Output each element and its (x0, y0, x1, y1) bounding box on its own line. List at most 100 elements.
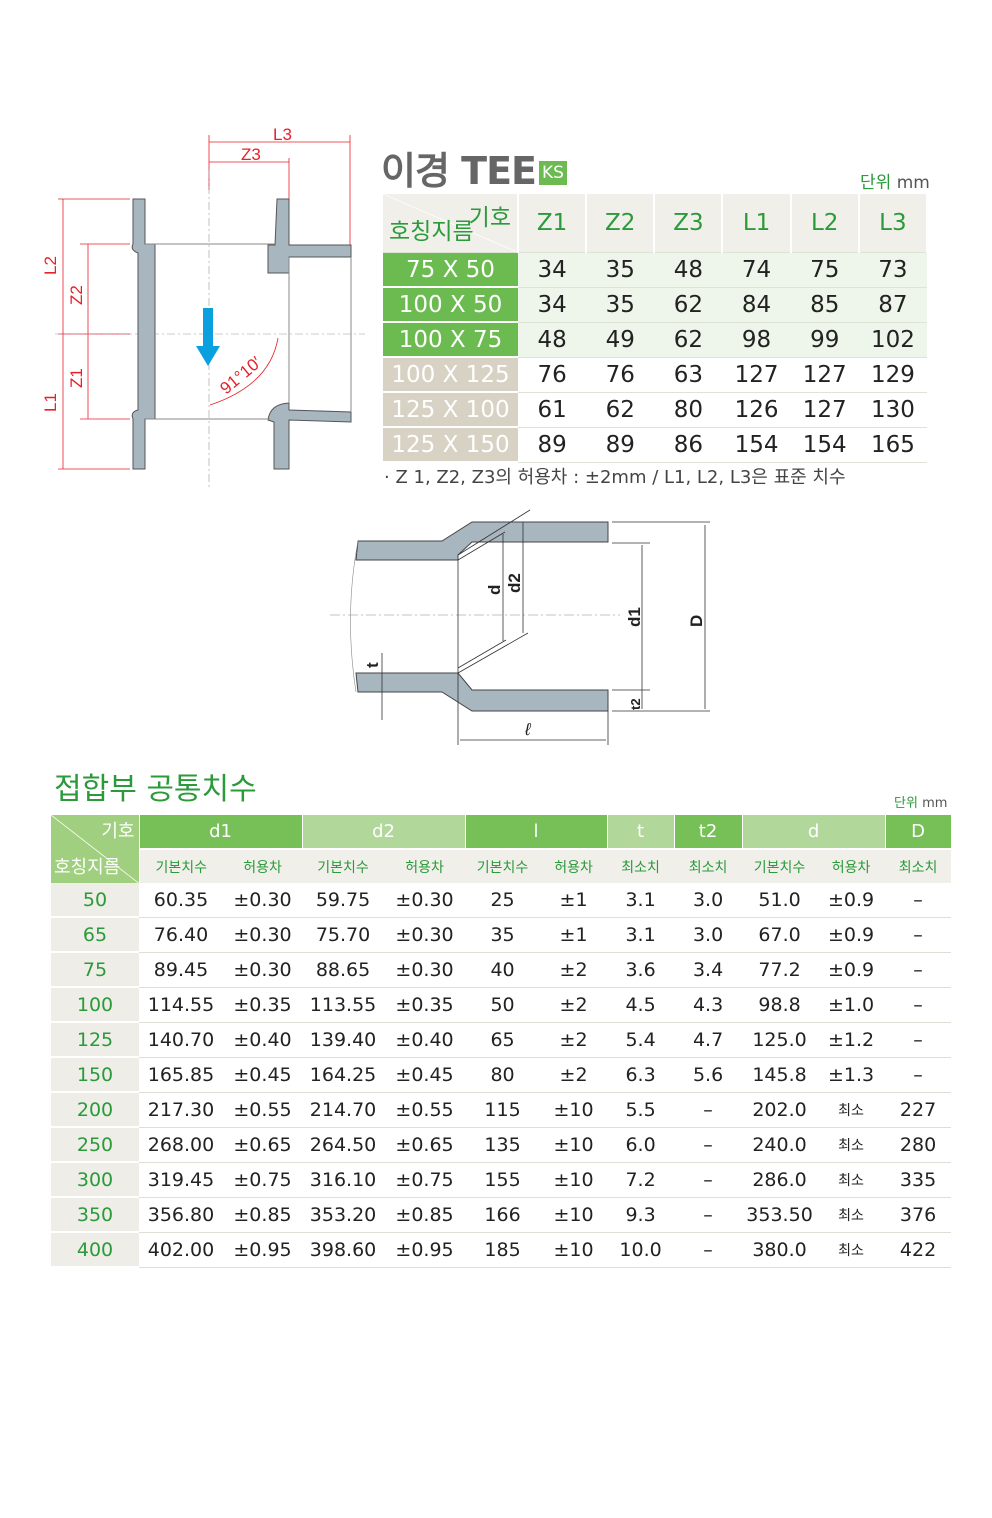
group-header-t: t (607, 815, 675, 849)
value-cell: – (674, 1197, 743, 1233)
value-cell: 35 (586, 252, 655, 288)
value-cell: ±1 (540, 917, 608, 953)
label-D: D (687, 615, 706, 627)
unit-label-text: 단위 (860, 173, 892, 193)
value-cell: 380.0 (742, 1232, 818, 1268)
value-cell: 145.8 (742, 1057, 818, 1093)
value-cell: 127 (790, 392, 859, 428)
value-cell: ±10 (540, 1127, 608, 1163)
value-cell: 335 (885, 1162, 952, 1198)
value-cell: 139.40 (302, 1022, 385, 1058)
value-cell: 3.1 (607, 917, 675, 953)
value-cell: ±0.85 (223, 1197, 303, 1233)
nominal-size-cell: 200 (51, 1092, 139, 1128)
value-cell: ±0.30 (384, 883, 466, 918)
value-cell: 5.6 (674, 1057, 743, 1093)
value-cell: ±1 (540, 883, 608, 918)
col-header: Z2 (586, 194, 656, 253)
value-cell: 316.10 (302, 1162, 385, 1198)
label-d1: d1 (625, 607, 644, 627)
unit-value: mm (896, 173, 930, 193)
value-cell: 398.60 (302, 1232, 385, 1268)
value-cell: 402.00 (139, 1232, 223, 1268)
value-cell: 264.50 (302, 1127, 385, 1163)
nominal-size-cell: 350 (51, 1197, 139, 1233)
subheader-cell: 허용차 (384, 848, 466, 883)
size-cell: 100 X 75 (383, 322, 518, 358)
value-cell: 3.6 (607, 952, 675, 988)
value-cell: 165.85 (139, 1057, 223, 1093)
value-cell: 3.0 (674, 917, 743, 953)
value-cell: 62 (586, 392, 655, 428)
group-header-t2: t2 (674, 815, 743, 849)
corner-header: 기호 호칭지름 (383, 194, 519, 253)
label-t: t (363, 662, 382, 668)
value-cell: – (885, 917, 952, 953)
value-cell: ±10 (540, 1162, 608, 1198)
value-cell: 140.70 (139, 1022, 223, 1058)
value-cell: 9.3 (607, 1197, 675, 1233)
nominal-size-cell: 125 (51, 1022, 139, 1058)
value-cell: 최소 (817, 1197, 886, 1233)
col-header: Z1 (518, 194, 588, 253)
value-cell: ±0.9 (817, 917, 886, 953)
tee-section-diagram: L3 Z3 L2 Z2 Z1 L1 91°10′ (41, 125, 365, 490)
subheader-cell: 최소치 (885, 848, 952, 883)
subheader-cell: 허용차 (540, 848, 608, 883)
value-cell: 319.45 (139, 1162, 223, 1198)
label-z2: Z2 (67, 285, 86, 305)
value-cell: 214.70 (302, 1092, 385, 1128)
value-cell: 10.0 (607, 1232, 675, 1268)
value-cell: 최소 (817, 1092, 886, 1128)
size-cell: 125 X 150 (383, 427, 518, 463)
value-cell: – (674, 1232, 743, 1268)
size-cell: 75 X 50 (383, 252, 518, 288)
value-cell: ±0.55 (384, 1092, 466, 1128)
value-cell: 164.25 (302, 1057, 385, 1093)
value-cell: 62 (654, 287, 723, 323)
size-cell: 100 X 50 (383, 287, 518, 323)
nominal-size-cell: 50 (51, 883, 139, 918)
value-cell: 102 (858, 322, 927, 358)
value-cell: 185 (465, 1232, 541, 1268)
label-l1: L1 (41, 393, 60, 412)
value-cell: ±2 (540, 952, 608, 988)
value-cell: 4.7 (674, 1022, 743, 1058)
value-cell: ±0.65 (384, 1127, 466, 1163)
group-header-d1: d1 (139, 815, 303, 849)
value-cell: 98 (722, 322, 791, 358)
value-cell: – (885, 987, 952, 1023)
value-cell: 85 (790, 287, 859, 323)
value-cell: 125.0 (742, 1022, 818, 1058)
value-cell: 129 (858, 357, 927, 393)
value-cell: 155 (465, 1162, 541, 1198)
value-cell: – (674, 1127, 743, 1163)
label-z1: Z1 (67, 368, 86, 388)
value-cell: – (674, 1092, 743, 1128)
nominal-size-cell: 65 (51, 917, 139, 953)
nominal-size-cell: 300 (51, 1162, 139, 1198)
value-cell: 50 (465, 987, 541, 1023)
value-cell: ±0.40 (384, 1022, 466, 1058)
tolerance-note: · Z 1, Z2, Z3의 허용차 : ±2mm / L1, L2, L3은 … (384, 467, 846, 488)
value-cell: 65 (465, 1022, 541, 1058)
value-cell: 40 (465, 952, 541, 988)
value-cell: 280 (885, 1127, 952, 1163)
value-cell: 62 (654, 322, 723, 358)
value-cell: – (885, 883, 952, 918)
tee-body (131, 198, 352, 470)
value-cell: 74 (722, 252, 791, 288)
value-cell: ±2 (540, 1022, 608, 1058)
value-cell: 353.50 (742, 1197, 818, 1233)
corner-header: 기호 호칭지름 (51, 815, 140, 883)
title-text: 이경 TEE (381, 149, 537, 193)
value-cell: 154 (722, 427, 791, 463)
